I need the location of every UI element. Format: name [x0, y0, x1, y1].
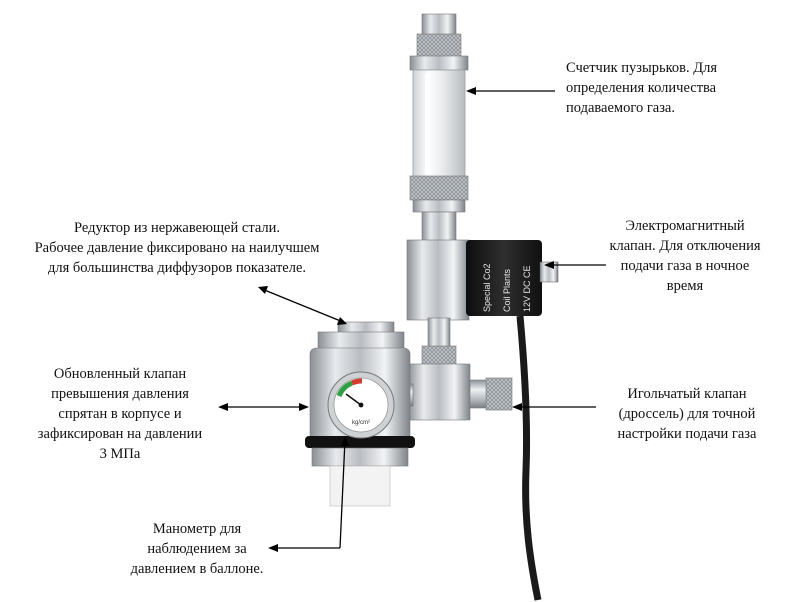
solenoid-brand-text-1: Special Co2 — [482, 263, 492, 312]
solenoid-coil-graphic: Special Co2 Coil Plants 12V DC CE — [466, 240, 559, 601]
bubble-counter-graphic — [409, 13, 469, 243]
needle-valve-graphic — [398, 363, 513, 421]
leader-lines — [218, 87, 606, 552]
power-cable — [516, 315, 542, 601]
manometer-graphic: kg/cm² — [327, 371, 395, 439]
label-bubble-counter: Счетчик пузырьков. Для определения колич… — [566, 60, 718, 116]
label-reducer: Редуктор из нержавеющей стали. Рабочее д… — [34, 220, 320, 276]
label-solenoid-valve: Электромагнитный клапан. Для отключения … — [609, 218, 761, 294]
label-manometer: Манометр для наблюдением за давлением в … — [130, 521, 264, 577]
manifold-block-graphic — [406, 239, 470, 321]
solenoid-brand-text-2: Coil Plants — [502, 268, 512, 312]
gauge-unit-text: kg/cm² — [352, 420, 370, 426]
label-relief-valve: Обновленный клапан превышения давления с… — [37, 366, 203, 462]
label-needle-valve: Игольчатый клапан (дроссель) для точной … — [617, 386, 757, 442]
solenoid-spec-text: 12V DC CE — [522, 265, 532, 312]
